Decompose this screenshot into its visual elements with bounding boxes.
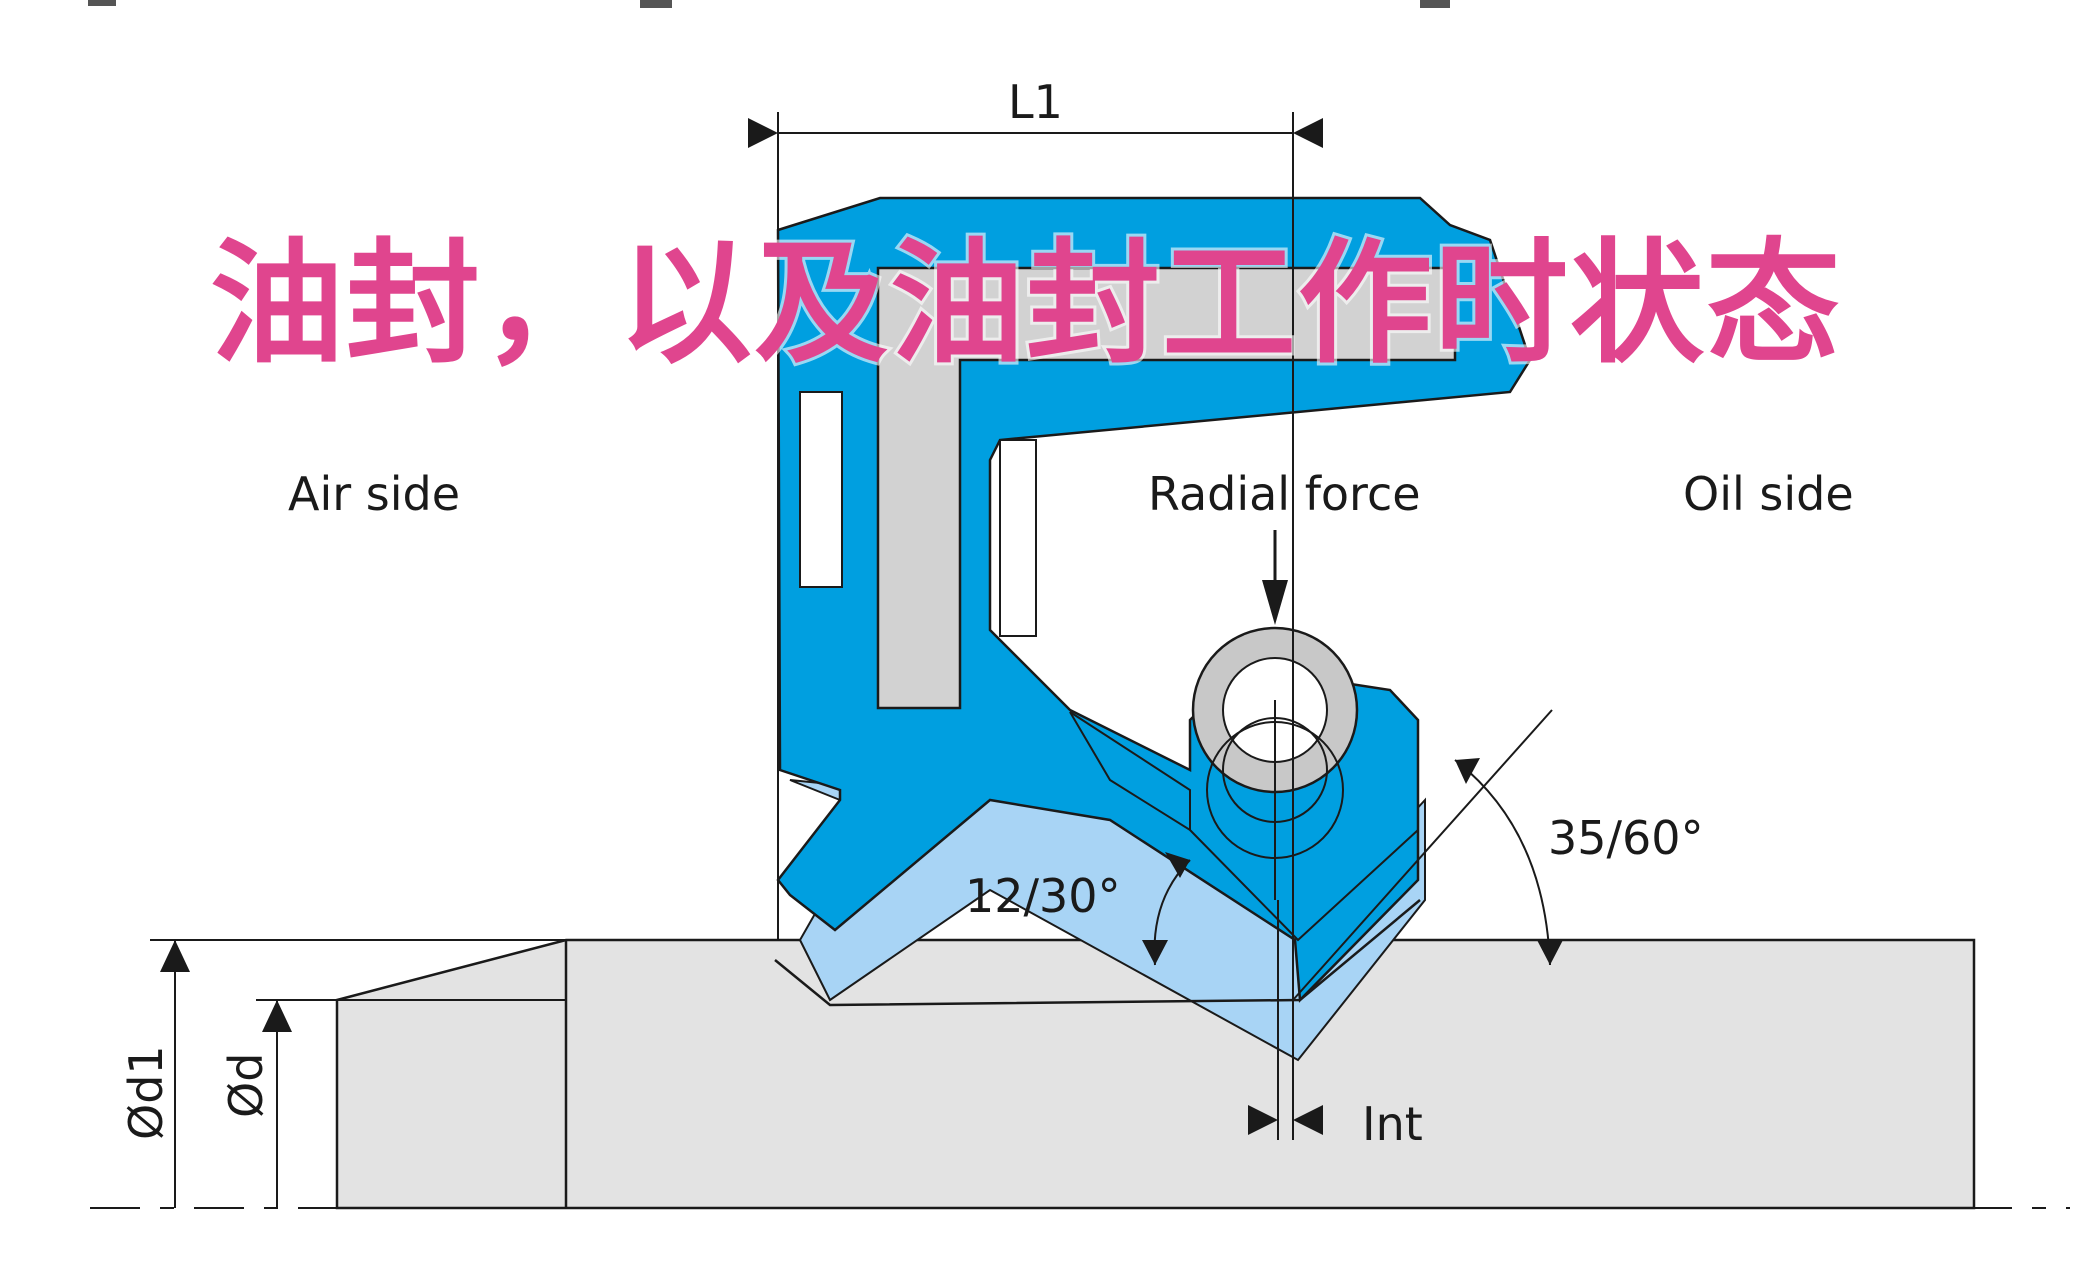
label-L1: L1: [1008, 75, 1063, 129]
overlay-title: 油封，以及油封工作时状态: [210, 226, 1842, 382]
angle-12-30: 12/30°: [965, 852, 1191, 966]
radial-force-arrow: [1262, 530, 1288, 625]
label-oil-side: Oil side: [1683, 467, 1854, 521]
label-angle-large: 35/60°: [1548, 811, 1704, 865]
label-d1: Ød1: [119, 1045, 173, 1140]
label-angle-small: 12/30°: [965, 869, 1121, 923]
dimension-d: Ød: [219, 999, 337, 1208]
seal-gap-left: [799, 391, 843, 588]
lip-interference-outline: [774, 899, 1421, 1007]
shaft: [335, 938, 1976, 1210]
metal-case: [876, 266, 1457, 710]
seal-gap-right: [999, 439, 1037, 637]
dimension-d1: Ød1: [119, 939, 566, 1208]
dimension-int: Int: [1248, 900, 1423, 1151]
garter-spring: [1191, 626, 1359, 900]
dimension-L1: L1: [748, 75, 1323, 1140]
cropped-top-text: [88, 0, 1450, 8]
label-radial-force: Radial force: [1148, 467, 1421, 521]
label-air-side: Air side: [288, 467, 460, 521]
label-d: Ød: [219, 1053, 273, 1118]
angle-35-60: 35/60°: [1292, 709, 1704, 1001]
label-int: Int: [1362, 1097, 1423, 1151]
